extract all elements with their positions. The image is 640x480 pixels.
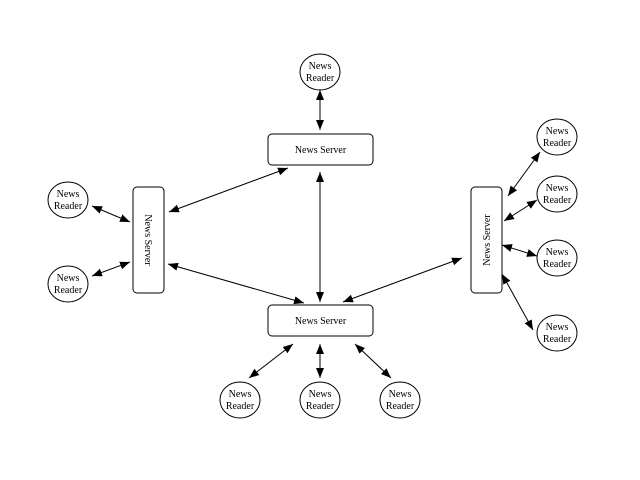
server-label: News Server — [295, 316, 347, 327]
news-server-top: News Server — [267, 133, 374, 166]
link-left-reader-1 — [91, 205, 131, 223]
reader-label-line2: Reader — [543, 138, 572, 149]
news-server-left: News Server — [132, 186, 165, 294]
link-right-reader-3 — [501, 244, 538, 257]
reader-label-line1: News — [57, 273, 80, 284]
link-bottom-reader-3 — [354, 343, 392, 379]
reader-label-line1: News — [309, 389, 332, 400]
link-bottom-server-right-server — [342, 257, 463, 303]
link-bottom-reader-1 — [248, 343, 294, 379]
reader-label-line2: Reader — [543, 195, 572, 206]
reader-label-line2: Reader — [226, 401, 255, 412]
link-left-server-bottom-server — [167, 262, 305, 305]
reader-label-line1: News — [546, 247, 569, 258]
server-label: News Server — [142, 214, 153, 266]
link-right-reader-2 — [503, 199, 538, 222]
reader-label-line1: News — [546, 183, 569, 194]
link-top-server-left-server — [168, 167, 289, 213]
news-reader-right-4: News Reader — [536, 314, 578, 352]
news-server-right: News Server — [470, 186, 503, 294]
news-reader-top: News Reader — [299, 53, 341, 91]
reader-label-line1: News — [546, 126, 569, 137]
news-reader-right-1: News Reader — [536, 118, 578, 156]
reader-label-line2: Reader — [54, 285, 83, 296]
news-reader-right-2: News Reader — [536, 175, 578, 213]
news-reader-bottom-2: News Reader — [299, 381, 341, 419]
news-reader-left-1: News Reader — [47, 181, 89, 219]
link-left-reader-2 — [91, 261, 131, 277]
reader-label-line1: News — [546, 322, 569, 333]
news-reader-left-2: News Reader — [47, 265, 89, 303]
reader-label-line2: Reader — [306, 401, 335, 412]
news-reader-bottom-3: News Reader — [379, 381, 421, 419]
reader-label-line2: Reader — [306, 73, 335, 84]
server-label: News Server — [482, 214, 493, 266]
reader-label-line2: Reader — [386, 401, 415, 412]
connections — [91, 90, 541, 379]
news-server-bottom: News Server — [267, 304, 374, 337]
reader-label-line2: Reader — [543, 334, 572, 345]
reader-label-line1: News — [57, 189, 80, 200]
reader-label-line1: News — [229, 389, 252, 400]
link-right-reader-4 — [501, 273, 534, 331]
reader-label-line2: Reader — [543, 259, 572, 270]
server-label: News Server — [295, 145, 347, 156]
link-right-reader-1 — [507, 151, 541, 197]
reader-label-line1: News — [389, 389, 412, 400]
news-reader-bottom-1: News Reader — [219, 381, 261, 419]
reader-label-line1: News — [309, 61, 332, 72]
reader-label-line2: Reader — [54, 201, 83, 212]
news-reader-right-3: News Reader — [536, 239, 578, 277]
